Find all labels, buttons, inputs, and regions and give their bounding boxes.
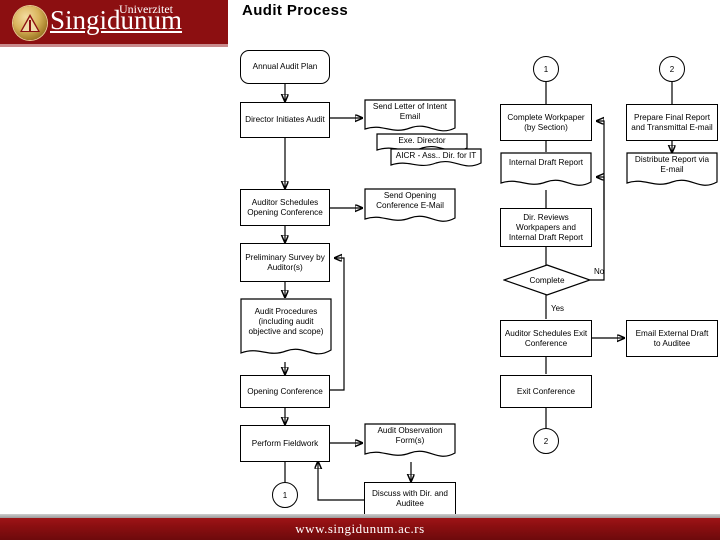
node-label: Annual Audit Plan (252, 62, 318, 71)
node-label: Audit Procedures (including audit object… (248, 307, 324, 336)
node-label: Distribute Report via E-mail (634, 155, 710, 174)
edge-label-no: No (594, 267, 605, 276)
node-label: Complete Workpaper (by Section) (507, 112, 585, 132)
node-send-opening-conference-email: Send Opening Conference E-Mail (364, 188, 456, 228)
node-label: Preliminary Survey by Auditor(s) (245, 252, 325, 272)
header-band-shadow (0, 44, 228, 47)
node-label: Dir. Reviews Workpapers and Internal Dra… (508, 212, 584, 242)
singidunum-triangle-emblem-icon (13, 6, 47, 40)
diamond-shape-icon (503, 264, 591, 296)
node-label: Prepare Final Report and Transmittal E-m… (631, 112, 713, 132)
footer-divider (0, 514, 720, 518)
node-distribute-report-via-email: Distribute Report via E-mail (626, 152, 718, 192)
document-shape-icon (364, 188, 456, 222)
document-shape-icon (390, 148, 482, 167)
emblem-figure-icon (29, 20, 31, 31)
node-label: Complete (529, 275, 565, 285)
node-audit-procedures: Audit Procedures (including audit object… (240, 298, 332, 362)
node-label: Exit Conference (516, 386, 576, 396)
node-exit-conference: Exit Conference (500, 375, 592, 408)
node-label: Opening Conference (247, 386, 323, 396)
document-shape-icon (364, 423, 456, 457)
page-title: Audit Process (242, 2, 349, 19)
node-internal-draft-report: Internal Draft Report (500, 152, 592, 192)
document-shape-icon (240, 298, 332, 355)
node-director-initiates-audit: Director Initiates Audit (240, 102, 330, 138)
node-label: Exe. Director (398, 136, 446, 145)
node-preliminary-survey: Preliminary Survey by Auditor(s) (240, 243, 330, 282)
node-label: Discuss with Dir. and Auditee (372, 488, 448, 508)
node-opening-conference: Opening Conference (240, 375, 330, 408)
node-label: Send Opening Conference E-Mail (376, 191, 444, 210)
node-send-letter-of-intent: Send Letter of Intent Email (364, 99, 456, 137)
node-perform-fieldwork: Perform Fieldwork (240, 425, 330, 462)
document-shape-icon (500, 152, 592, 186)
node-label: Send Letter of Intent Email (372, 102, 448, 121)
node-audit-observation-forms: Audit Observation Form(s) (364, 423, 456, 463)
node-auditor-schedules-opening-conference: Auditor Schedules Opening Conference (240, 189, 330, 226)
brand-wordmark: Singidunum (50, 5, 183, 35)
document-shape-icon (626, 152, 718, 186)
node-auditor-schedules-exit-conference: Auditor Schedules Exit Conference (500, 320, 592, 357)
node-label: Email External Draft to Auditee (635, 328, 709, 348)
node-prepare-final-report: Prepare Final Report and Transmittal E-m… (626, 104, 718, 141)
footer-url: www.singidunum.ac.rs (295, 521, 425, 536)
node-annual-audit-plan: Annual Audit Plan (240, 50, 330, 84)
node-label: Auditor Schedules Exit Conference (504, 328, 588, 348)
brand-subtitle: Univerzitet (119, 2, 173, 16)
node-discuss-with-director-and-auditee: Discuss with Dir. and Auditee (364, 482, 456, 515)
connector-label: 1 (282, 490, 288, 500)
node-complete-workpaper: Complete Workpaper (by Section) (500, 104, 592, 141)
document-shape-icon (364, 99, 456, 132)
node-email-external-draft-to-auditee: Email External Draft to Auditee (626, 320, 718, 357)
node-label: Director Initiates Audit (245, 115, 325, 124)
connector-2-bottom-right: 2 (533, 428, 559, 454)
node-aicr-assistant-director-it: AICR - Ass.. Dir. for IT (390, 148, 482, 172)
footer-band (0, 518, 720, 540)
connector-label: 2 (543, 436, 549, 446)
node-label: AICR - Ass.. Dir. for IT (395, 151, 477, 160)
edge-label-yes: Yes (551, 304, 565, 313)
connector-2-top-right: 2 (659, 56, 685, 82)
node-label: Auditor Schedules Opening Conference (247, 197, 323, 217)
node-label: Perform Fieldwork (251, 438, 319, 448)
connector-1-top-right: 1 (533, 56, 559, 82)
decision-complete: Complete (503, 264, 591, 296)
node-label: Audit Observation Form(s) (377, 426, 443, 445)
connector-label: 1 (543, 64, 549, 74)
node-label: Internal Draft Report (508, 158, 584, 167)
node-director-reviews-workpapers: Dir. Reviews Workpapers and Internal Dra… (500, 208, 592, 247)
connector-label: 2 (669, 64, 675, 74)
connector-1-bottom-left: 1 (272, 482, 298, 508)
